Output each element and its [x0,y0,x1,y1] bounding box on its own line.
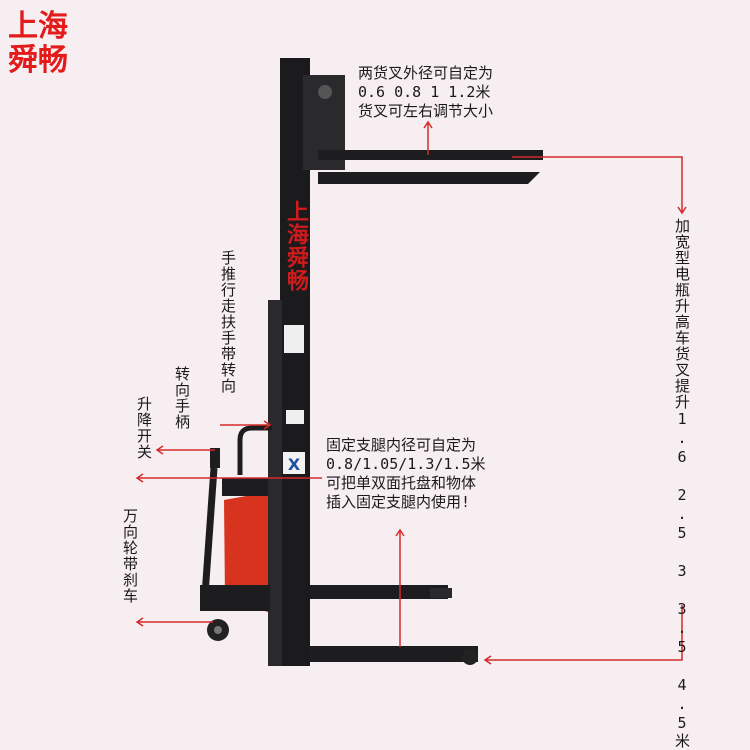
lower-leg [268,646,478,662]
fork-upper [318,150,543,160]
arrow-steering-head [155,445,164,455]
info-label [286,410,304,424]
caster-hub [214,626,222,634]
tiller-arm [201,467,218,596]
forks-line-3: 货叉可左右调节大小 [358,102,494,120]
brand-line-1: 上海 [8,9,68,44]
mast-inner [268,300,282,666]
arrow-switch-head [135,473,144,483]
arrow-wheel-head [135,617,144,627]
arrow-forks-head [423,120,433,129]
legs-line-3: 可把单双面托盘和物体 [326,474,477,492]
steering-annotation: 转向手柄 [173,366,191,430]
arrow-lift-bottom [485,605,683,661]
warning-label [284,325,304,353]
tiller-grip [210,448,220,468]
handrail-annotation: 手推行走扶手带转向 [219,250,237,394]
carriage-roller [318,85,332,99]
brand-logo: 上海 舜畅 [8,10,68,78]
brand-line-2: 舜畅 [8,43,68,78]
arrow-handrail-head [263,420,272,430]
legs-annotation: 固定支腿内径可自定为 0.8/1.05/1.3/1.5米 可把单双面托盘和物体 … [326,436,486,512]
handrail [237,425,272,475]
arrow-legs-head [395,528,405,537]
maker-logo-mark: X [288,455,301,474]
forks-annotation: 两货叉外径可自定为 0.6 0.8 1 1.2米 货叉可左右调节大小 [358,64,493,121]
legs-line-2: 0.8/1.05/1.3/1.5米 [326,455,486,473]
lift-switch-annotation: 升降开关 [135,396,153,460]
forks-line-1: 两货叉外径可自定为 [358,64,494,82]
forks-line-2: 0.6 0.8 1 1.2米 [358,83,491,101]
maker-logo [283,452,305,474]
body-top [222,478,268,496]
arrow-lift-bottom-head [483,655,492,665]
lift-height-annotation: 加宽型电瓶升高车货叉提升1.6 2.5 3 3.5 4.5米 [673,218,691,749]
legs-line-1: 固定支腿内径可自定为 [326,436,477,454]
drive-base [200,585,270,611]
arrow-lift-top-head [677,206,687,215]
fork-lower [318,172,540,184]
upper-leg-wheel [430,588,452,598]
wheel-annotation: 万向轮带刹车 [121,508,139,604]
legs-line-4: 插入固定支腿内使用! [326,493,471,511]
mast-watermark: 上海舜畅 [283,200,308,292]
lower-leg-wheel [462,649,478,665]
arrow-lift-top [512,156,683,213]
battery-body [224,492,268,612]
upper-leg [268,585,448,599]
annotation-arrows [135,120,687,665]
